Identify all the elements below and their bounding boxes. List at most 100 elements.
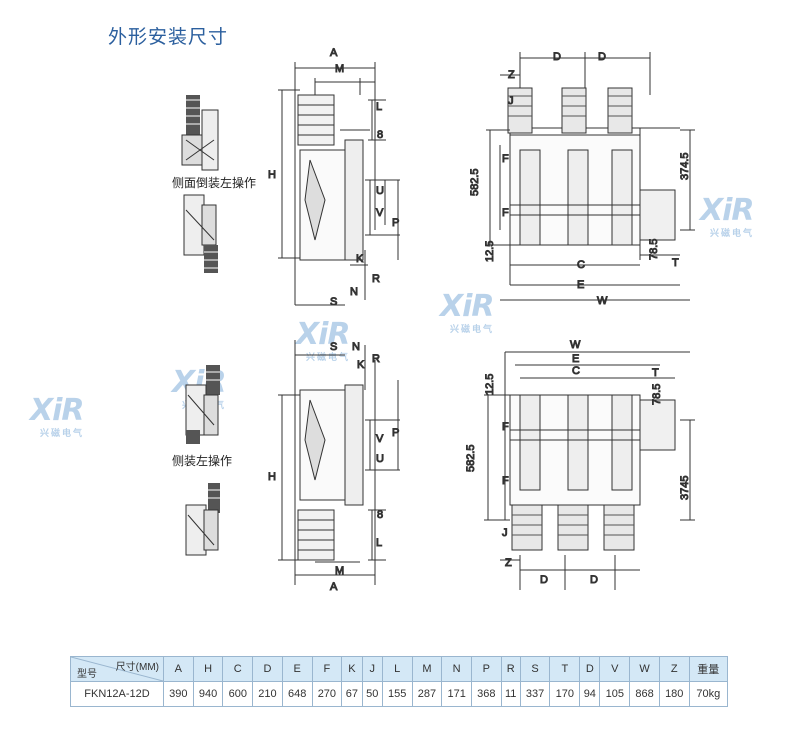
dim-label-D-b: D bbox=[598, 51, 606, 63]
dim-label-785-2: 78.5 bbox=[651, 384, 663, 405]
dim-label-P: P bbox=[392, 217, 399, 229]
col-header: W bbox=[629, 656, 660, 682]
dim-label-J: J bbox=[508, 95, 514, 107]
spec-table: 尺寸(MM) 型号 A H C D E F K J L M N P R S T … bbox=[70, 656, 729, 707]
dim-label-785: 78.5 bbox=[648, 239, 660, 260]
dim-label-V: V bbox=[376, 207, 384, 219]
col-header: P bbox=[470, 656, 502, 682]
value-cell: 390 bbox=[163, 681, 194, 707]
dim-label-V-2: V bbox=[376, 433, 384, 445]
switch-icon-top-2 bbox=[183, 194, 218, 273]
dim-label-8-2: 8 bbox=[377, 509, 383, 521]
dim-label-N: N bbox=[350, 286, 358, 298]
col-header: R bbox=[500, 656, 521, 682]
dim-label-N-2: N bbox=[352, 341, 360, 353]
dim-label-R-2: R bbox=[372, 353, 380, 365]
corner-bottom-label: 型号 bbox=[77, 669, 97, 680]
dim-label-M: M bbox=[335, 63, 344, 75]
side-view-bottom bbox=[278, 340, 400, 585]
switch-icon-top bbox=[181, 95, 219, 171]
front-view-top bbox=[486, 52, 695, 301]
dim-label-125-2: 12.5 bbox=[484, 374, 496, 395]
value-cell: 50 bbox=[361, 681, 383, 707]
dimension-drawings: A M L 8 H U V P K R N S S N K R P V U H … bbox=[181, 47, 695, 594]
value-cell: 105 bbox=[599, 681, 631, 707]
col-header: Z bbox=[658, 656, 690, 682]
dim-label-582-2: 582.5 bbox=[465, 444, 477, 472]
col-header: 重量 bbox=[688, 656, 729, 682]
dim-label-K-2: K bbox=[357, 359, 365, 371]
col-header: F bbox=[311, 656, 343, 682]
col-header: C bbox=[222, 656, 254, 682]
value-cell: 648 bbox=[281, 681, 313, 707]
model-cell: FKN12A-12D bbox=[70, 681, 164, 707]
dim-label-D: D bbox=[553, 51, 561, 63]
col-header: M bbox=[411, 656, 443, 682]
spec-corner-cell: 尺寸(MM) 型号 bbox=[70, 656, 164, 682]
caption-side-left: 侧装左操作 bbox=[172, 454, 233, 468]
spec-header-row: 尺寸(MM) 型号 A H C D E F K J L M N P R S T … bbox=[70, 656, 729, 682]
value-cell: 94 bbox=[579, 681, 601, 707]
dim-label-P-2: P bbox=[392, 427, 399, 439]
col-header: S bbox=[519, 656, 551, 682]
col-header: T bbox=[549, 656, 581, 682]
dim-label-H-2: H bbox=[268, 471, 276, 483]
value-cell: 270 bbox=[311, 681, 343, 707]
col-header: V bbox=[599, 656, 631, 682]
value-cell: 170 bbox=[549, 681, 581, 707]
dim-label-U-2: U bbox=[376, 453, 384, 465]
dim-label-D-2b: D bbox=[590, 574, 598, 586]
value-cell: 171 bbox=[441, 681, 472, 707]
dim-label-F-b: F bbox=[502, 207, 509, 219]
dim-label-E: E bbox=[577, 279, 584, 291]
col-header: D bbox=[252, 656, 283, 682]
dim-label-E-2: E bbox=[572, 353, 579, 365]
col-header: A bbox=[163, 656, 194, 682]
col-header: D bbox=[579, 656, 601, 682]
dim-label-C-2: C bbox=[572, 365, 580, 377]
dim-label-Z: Z bbox=[508, 69, 515, 81]
dim-label-R: R bbox=[372, 273, 380, 285]
dim-label-582: 582.5 bbox=[469, 168, 481, 196]
dim-label-W-2: W bbox=[570, 339, 581, 351]
value-cell: 868 bbox=[629, 681, 660, 707]
dim-label-F: F bbox=[502, 153, 509, 165]
page-title: 外形安装尺寸 bbox=[108, 26, 229, 48]
dim-label-Z-2: Z bbox=[505, 557, 512, 569]
dim-label-125: 12.5 bbox=[484, 241, 496, 262]
dim-label-M-2: M bbox=[335, 565, 344, 577]
switch-icon-bottom bbox=[185, 365, 220, 444]
dim-label-L: L bbox=[376, 101, 382, 113]
switch-icon-bottom-2 bbox=[185, 483, 220, 556]
value-cell: 600 bbox=[222, 681, 254, 707]
dim-label-A-2: A bbox=[330, 581, 338, 593]
dim-label-J-2: J bbox=[502, 527, 508, 539]
dim-label-A: A bbox=[330, 47, 338, 59]
value-cell: 287 bbox=[411, 681, 443, 707]
value-cell: 940 bbox=[192, 681, 224, 707]
value-cell: 368 bbox=[470, 681, 502, 707]
dim-label-F-2b: F bbox=[502, 475, 509, 487]
col-header: H bbox=[192, 656, 224, 682]
dim-label-T-2: T bbox=[652, 367, 659, 379]
corner-top-label: 尺寸(MM) bbox=[115, 662, 159, 673]
dim-label-3745: 374.5 bbox=[679, 152, 691, 180]
col-header: E bbox=[281, 656, 313, 682]
dim-label-W: W bbox=[597, 295, 608, 307]
value-cell: 70kg bbox=[688, 681, 729, 707]
value-cell: 337 bbox=[519, 681, 551, 707]
dim-label-H: H bbox=[268, 169, 276, 181]
front-view-bottom bbox=[484, 351, 695, 590]
dim-label-K: K bbox=[356, 253, 364, 265]
dim-label-8: 8 bbox=[377, 129, 383, 141]
caption-side-inverted-left: 侧面倒装左操作 bbox=[172, 176, 257, 190]
dim-label-F-2: F bbox=[502, 421, 509, 433]
col-header: L bbox=[381, 656, 413, 682]
dim-label-T: T bbox=[672, 257, 679, 269]
dim-label-S: S bbox=[330, 296, 337, 308]
dim-label-D-2: D bbox=[540, 574, 548, 586]
